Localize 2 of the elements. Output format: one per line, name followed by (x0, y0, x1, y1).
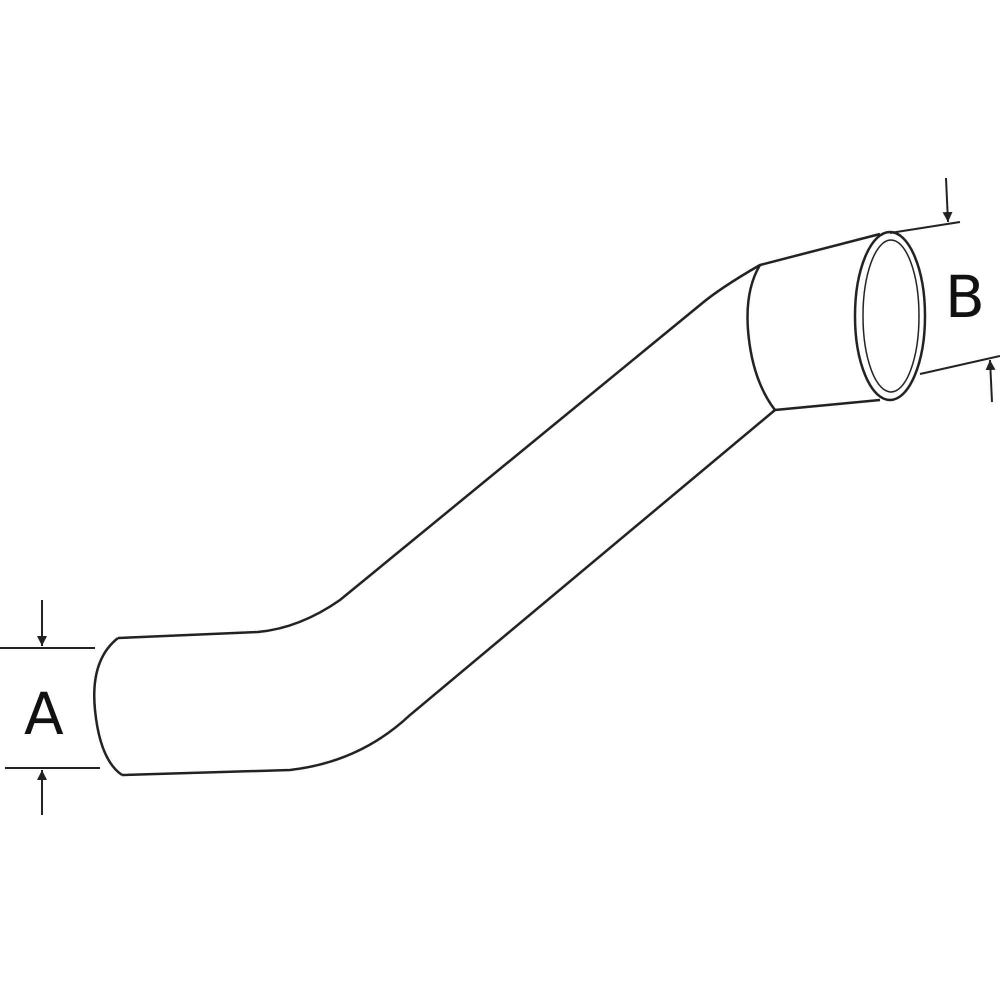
dimension-label: A (24, 685, 64, 743)
dimension-label: B (945, 268, 985, 326)
